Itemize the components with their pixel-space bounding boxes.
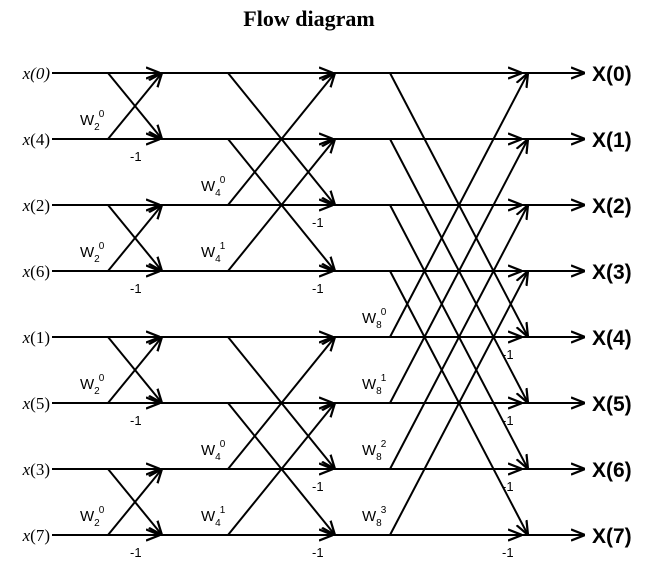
input-label-5: x(5)	[22, 394, 50, 413]
twiddle-factor: W83	[362, 505, 387, 529]
input-label-4: x(1)	[22, 328, 50, 347]
butterfly-up-line	[107, 469, 162, 536]
twiddle-factor: W20	[80, 505, 105, 529]
output-label-1: X(1)	[592, 129, 632, 152]
output-label-6: X(6)	[592, 459, 632, 482]
output-label-7: X(7)	[592, 525, 632, 548]
minus-one-label: -1	[130, 149, 142, 164]
minus-one-label: -1	[312, 545, 324, 560]
input-label-6: x(3)	[22, 460, 50, 479]
diagram-title: Flow diagram	[243, 6, 375, 31]
butterfly-up-line	[389, 271, 528, 536]
minus-one-label: -1	[130, 545, 142, 560]
twiddle-factor: W82	[362, 439, 387, 463]
minus-one-label: -1	[312, 281, 324, 296]
twiddle-factor: W41	[201, 505, 226, 529]
input-label-0: x(0)	[22, 64, 51, 83]
output-label-5: X(5)	[592, 393, 632, 416]
butterfly-up-line	[107, 205, 162, 272]
input-label-1: x(4)	[22, 130, 50, 149]
minus-one-label: -1	[502, 479, 514, 494]
minus-one-label: -1	[502, 545, 514, 560]
butterfly-up-line	[389, 205, 528, 470]
output-label-3: X(3)	[592, 261, 632, 284]
twiddle-factor: W81	[362, 373, 387, 397]
minus-one-label: -1	[130, 281, 142, 296]
butterfly-up-line	[227, 403, 335, 536]
twiddle-factor: W40	[201, 175, 226, 199]
minus-one-label: -1	[312, 479, 324, 494]
minus-one-label: -1	[130, 413, 142, 428]
butterfly-up-line	[107, 337, 162, 404]
minus-one-label: -1	[312, 215, 324, 230]
twiddle-factor: W41	[201, 241, 226, 265]
butterfly-up-line	[227, 337, 335, 470]
input-label-7: x(7)	[22, 526, 50, 545]
butterfly-up-line	[389, 139, 528, 404]
input-label-2: x(2)	[22, 196, 50, 215]
butterfly-up-line	[389, 73, 528, 338]
butterfly-up-line	[227, 73, 335, 206]
minus-one-label: -1	[502, 347, 514, 362]
minus-one-label: -1	[502, 413, 514, 428]
butterfly-up-line	[227, 139, 335, 272]
output-label-4: X(4)	[592, 327, 632, 350]
twiddle-factor: W20	[80, 241, 105, 265]
twiddle-factor: W40	[201, 439, 226, 463]
output-label-2: X(2)	[592, 195, 632, 218]
butterfly-up-line	[107, 73, 162, 140]
twiddle-factor: W20	[80, 109, 105, 133]
output-label-0: X(0)	[592, 63, 632, 86]
twiddle-factor: W20	[80, 373, 105, 397]
input-label-3: x(6)	[22, 262, 50, 281]
twiddle-factor: W80	[362, 307, 387, 331]
